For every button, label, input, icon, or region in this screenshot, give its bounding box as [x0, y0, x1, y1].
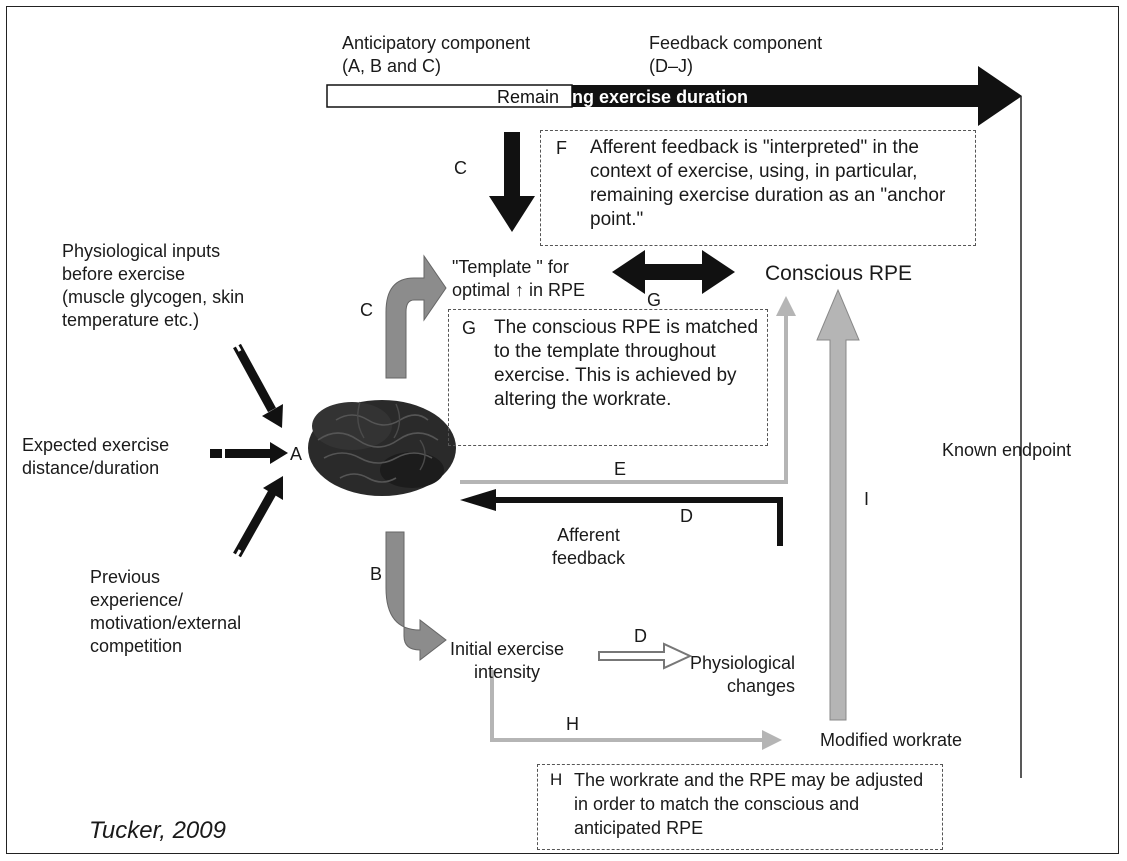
letter-d-changes: D	[634, 626, 647, 646]
duration-bar-label-right: ng exercise duration	[572, 87, 749, 107]
h-arrow	[490, 670, 782, 750]
known-endpoint-node: Known endpoint	[942, 440, 1072, 460]
g-note-text: The conscious RPE is matched to the temp…	[494, 317, 759, 410]
duration-bar	[326, 66, 1022, 126]
letter-c-left: C	[360, 300, 373, 320]
initial-intensity-node: Initial exercise intensity	[450, 639, 565, 682]
diagram-frame	[6, 6, 1119, 854]
template-node: "Template " for optimal ↑ in RPE	[452, 257, 586, 300]
h-note-letter: H	[550, 770, 563, 789]
letter-i: I	[864, 489, 870, 509]
input-arrow-physiological	[233, 341, 283, 428]
d-feedback-arrowhead	[460, 489, 496, 511]
afferent-feedback-node: Afferent feedback	[552, 525, 626, 568]
c-curved-arrow	[385, 254, 447, 379]
physiological-inputs-node: Physiological inputs before exercise (mu…	[62, 241, 245, 330]
f-note-letter: F	[556, 138, 567, 158]
duration-bar-arrow	[572, 66, 1022, 126]
i-arrow	[816, 288, 860, 721]
f-note-text: Afferent feedback is "interpreted" in th…	[590, 137, 946, 230]
letter-b: B	[370, 564, 383, 584]
b-curved-arrow	[385, 531, 447, 662]
letter-g-arrow: G	[647, 290, 662, 310]
modified-workrate-node: Modified workrate	[820, 730, 963, 750]
h-note-text: The workrate and the RPE may be adjusted…	[574, 770, 924, 838]
anticipatory-component-label: Anticipatory component (A, B and C)	[342, 33, 531, 76]
citation: Tucker, 2009	[89, 817, 226, 844]
g-note-box	[448, 309, 768, 446]
feedback-component-label: Feedback component (D–J)	[649, 33, 823, 76]
conscious-rpe-node: Conscious RPE	[765, 262, 913, 285]
h-note-box	[537, 764, 943, 850]
physiological-changes-node: Physiological changes	[690, 653, 796, 696]
brain-icon	[308, 400, 456, 496]
duration-bar-white-segment	[326, 84, 573, 108]
duration-bar-label-left: Remain	[497, 87, 560, 107]
f-note-box	[540, 130, 976, 246]
letter-d-feedback: D	[680, 506, 693, 526]
d-changes-arrow	[598, 642, 693, 670]
input-arrow-previous	[233, 476, 283, 560]
letter-h: H	[566, 714, 579, 734]
d-feedback-line	[496, 497, 783, 546]
letter-a: A	[290, 444, 303, 464]
previous-experience-node: Previous experience/ motivation/external…	[90, 567, 242, 656]
letter-e: E	[614, 459, 627, 479]
c-down-arrow	[489, 132, 535, 232]
template-rpe-double-arrow	[612, 250, 735, 294]
e-arrow	[460, 296, 796, 484]
input-arrow-expected	[210, 442, 288, 464]
letter-c-top: C	[454, 158, 467, 178]
expected-exercise-node: Expected exercise distance/duration	[22, 435, 170, 478]
g-note-letter: G	[462, 318, 477, 338]
